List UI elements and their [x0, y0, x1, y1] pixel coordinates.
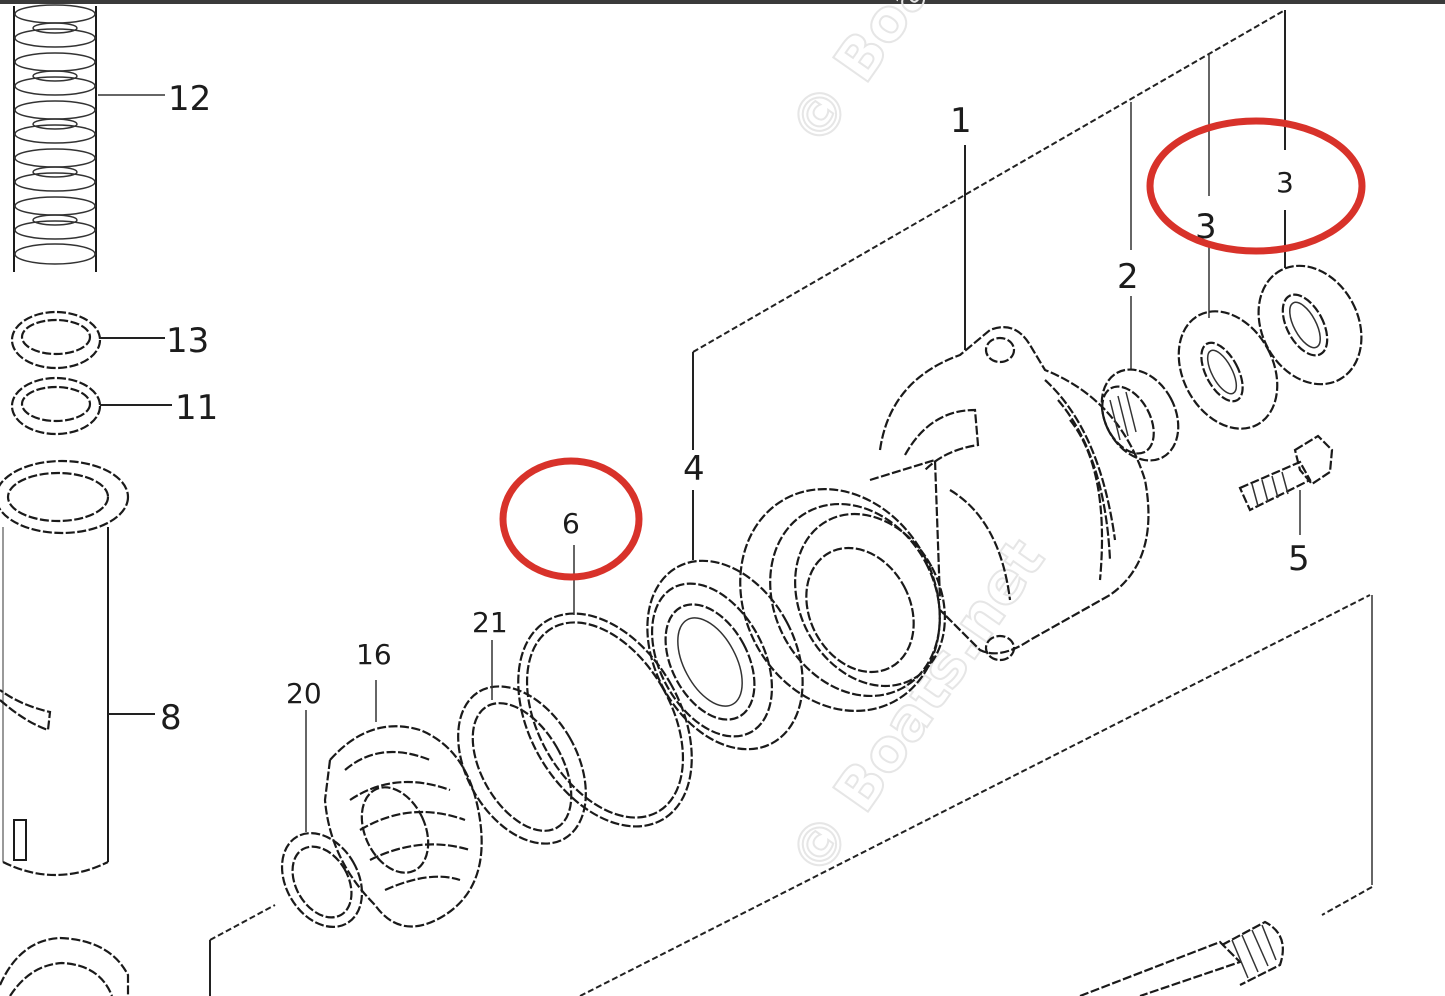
- part-washer-13: [10, 310, 102, 370]
- callout-4: 4: [683, 449, 705, 489]
- watermark-bottom: © Boats.net: [775, 525, 1059, 889]
- part-washer-11: [10, 376, 102, 436]
- callout-11: 11: [175, 388, 218, 428]
- callout-8: 8: [160, 698, 182, 738]
- callout-3b: 3: [1276, 166, 1294, 199]
- svg-text:© Boats.net: © Boats.net: [776, 0, 1058, 158]
- part-thrust-washer-20: [280, 832, 364, 928]
- svg-text:© Boats.net: © Boats.net: [776, 526, 1058, 888]
- part-gear-16: [323, 725, 483, 928]
- part-bolt-5: [1238, 434, 1334, 512]
- callout-3a: 3: [1195, 207, 1217, 247]
- highlight-ring-callout-6: [499, 457, 643, 581]
- part-propeller-shaft: [1079, 920, 1284, 996]
- callout-21: 21: [472, 606, 508, 639]
- callout-12: 12: [168, 79, 211, 119]
- highlight-ring-callout-3: [1146, 117, 1366, 255]
- watermark-top: © Boats.net: [775, 0, 1059, 159]
- callout-20: 20: [286, 677, 322, 710]
- part-oil-seal-3b: [1257, 264, 1363, 386]
- part-shim-21: [457, 685, 587, 845]
- callout-2: 2: [1117, 257, 1139, 297]
- callout-16: 16: [356, 638, 392, 671]
- callout-6: 6: [562, 507, 580, 540]
- part-housing-1: [739, 326, 1150, 713]
- callout-1: 1: [950, 101, 972, 141]
- part-sleeve-8: [0, 459, 130, 876]
- callout-13: 13: [166, 321, 209, 361]
- part-o-ring-6: [517, 612, 693, 828]
- callout-5: 5: [1288, 539, 1310, 579]
- part-spring-12: [13, 4, 97, 272]
- part-ring-bottom-left: [0, 936, 130, 996]
- window-top-edge: [0, 0, 1445, 4]
- part-oil-seal-3a: [1177, 310, 1279, 430]
- part-needle-bearing-2: [1100, 368, 1180, 462]
